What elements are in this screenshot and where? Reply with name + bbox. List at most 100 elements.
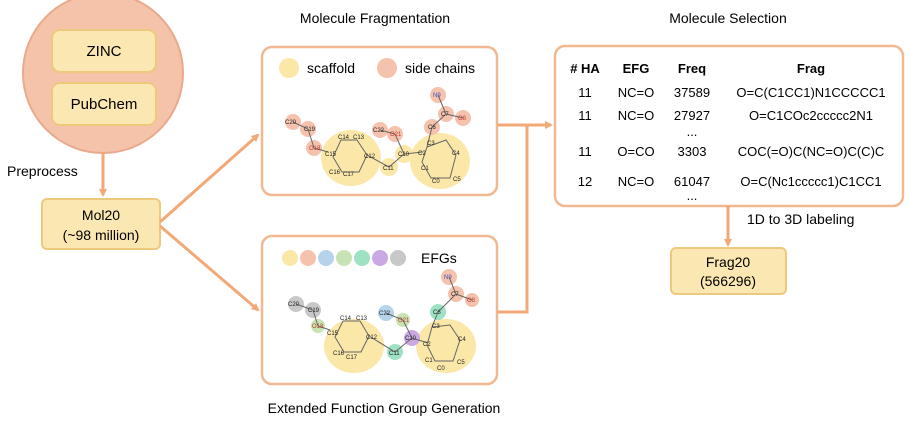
atom-c13: C13 xyxy=(353,135,365,141)
selection-title: Molecule Selection xyxy=(669,10,787,26)
pubchem-box xyxy=(51,82,157,126)
row1-freq: 37589 xyxy=(674,85,710,100)
atom-c4: C4 xyxy=(452,151,460,157)
efg-generation-title: Extended Function Group Generation xyxy=(268,400,501,416)
efg-bonds xyxy=(295,276,473,362)
frag20-title: Frag20 xyxy=(706,254,751,270)
efg-atom-c2: C2 xyxy=(423,342,431,348)
atom-c6: C6 xyxy=(428,125,436,131)
connector-from-efg xyxy=(497,125,529,314)
atom-c12: C12 xyxy=(364,154,376,160)
row4-frag: O=C(Nc1ccccc1)C1CC1 xyxy=(740,174,881,189)
efg-atom-c16: C16 xyxy=(333,351,345,357)
efg-atom-c22: C22 xyxy=(379,311,391,317)
efg-atom-c7: C7 xyxy=(451,292,459,298)
zinc-box xyxy=(51,29,157,73)
atom-o8: O8 xyxy=(458,116,467,122)
selection-table: # HA EFG Freq Frag 11 NC=O 37589 O=C(C1C… xyxy=(570,61,885,203)
atom-o21: O21 xyxy=(390,132,402,138)
atom-c1: C1 xyxy=(421,166,429,172)
efg-atom-c10: C10 xyxy=(405,336,417,342)
row3-freq: 3303 xyxy=(678,144,707,159)
row4-freq: 61047 xyxy=(674,174,710,189)
zinc-label: ZINC xyxy=(87,43,122,60)
fragmentation-molecule: C20 C19 O18 C15 C14 C13 C12 C16 C17 C11 … xyxy=(285,87,471,189)
header-frag: Frag xyxy=(797,61,825,76)
efg-atom-c5: C5 xyxy=(457,360,465,366)
row2-efg: NC=O xyxy=(618,108,654,123)
scaffold-ring-left xyxy=(321,130,381,186)
atom-c20: C20 xyxy=(285,120,297,126)
efg-atom-c4: C4 xyxy=(458,337,466,343)
efgs-label: EFGs xyxy=(421,250,457,266)
row3-efg: O=CO xyxy=(617,144,654,159)
header-ha: # HA xyxy=(570,61,600,76)
efg-swatch-7 xyxy=(390,250,406,266)
atom-c11: C11 xyxy=(383,166,394,172)
scaffold-label: scaffold xyxy=(307,60,355,76)
atom-c22: C22 xyxy=(373,128,385,134)
atom-c16: C16 xyxy=(329,170,341,176)
row1-efg: NC=O xyxy=(618,85,654,100)
efg-swatch-6 xyxy=(372,250,388,266)
mol20-count: (~98 million) xyxy=(63,227,140,243)
labeling-label: 1D to 3D labeling xyxy=(747,211,854,227)
efg-atom-c14: C14 xyxy=(340,316,352,322)
efg-legend: EFGs xyxy=(282,250,457,266)
fragmentation-legend: scaffold side chains xyxy=(279,58,475,78)
scaffold-ring-right xyxy=(410,133,470,189)
atom-c17: C17 xyxy=(343,172,355,178)
atom-c0: C0 xyxy=(432,179,440,185)
atom-o18: O18 xyxy=(309,146,321,152)
efg-swatch-2 xyxy=(300,250,316,266)
header-freq: Freq xyxy=(678,61,706,76)
atom-c14: C14 xyxy=(338,135,350,141)
row4-efg: NC=O xyxy=(618,174,654,189)
row2-ha: 11 xyxy=(578,108,592,123)
ellipsis-1: ... xyxy=(687,124,698,139)
efg-atom-c13: C13 xyxy=(356,316,368,322)
efg-atom-c17: C17 xyxy=(346,355,358,361)
efg-atom-c11: C11 xyxy=(389,351,400,357)
efg-atom-c0: C0 xyxy=(437,366,445,372)
row3-ha: 11 xyxy=(578,144,592,159)
efg-swatch-3 xyxy=(318,250,334,266)
efg-atom-c1: C1 xyxy=(425,358,433,364)
efg-atom-c20: C20 xyxy=(288,302,300,308)
row1-frag: O=C(C1CC1)N1CCCCC1 xyxy=(736,85,885,100)
atom-c15: C15 xyxy=(325,152,337,158)
efg-molecule: C20 C19 O18 C15 C14 C13 C12 C16 C17 C11 … xyxy=(288,269,479,373)
efg-atom-n9: N9 xyxy=(444,275,452,281)
mol20-title: Mol20 xyxy=(82,207,120,223)
arrow-to-fragmentation xyxy=(159,133,260,224)
row4-ha: 12 xyxy=(578,174,592,189)
efg-atom-c6: C6 xyxy=(433,310,441,316)
row2-freq: 27927 xyxy=(674,108,710,123)
atom-c2: C2 xyxy=(418,151,426,157)
efg-ring-left xyxy=(324,319,384,373)
data-sources: ZINC PubChem xyxy=(22,0,184,154)
side-chain-swatch xyxy=(377,58,397,78)
frag20-box: Frag20 (566296) xyxy=(670,247,787,295)
atom-c7: C7 xyxy=(441,112,449,118)
atom-n9: N9 xyxy=(433,93,441,99)
row1-ha: 11 xyxy=(578,85,592,100)
row3-frag: COC(=O)C(NC=O)C(C)C xyxy=(738,144,885,159)
atom-c3: C3 xyxy=(427,141,435,147)
atom-c10: C10 xyxy=(398,152,410,158)
ellipsis-2: ... xyxy=(687,188,698,203)
efg-atom-c15: C15 xyxy=(327,331,339,337)
fragmentation-bonds xyxy=(292,94,464,179)
preprocess-label: Preprocess xyxy=(7,163,78,179)
arrow-to-efg xyxy=(159,224,260,312)
row2-frag: O=C1COc2ccccc2N1 xyxy=(749,108,873,123)
scaffold-swatch xyxy=(279,58,299,78)
efg-ring-right xyxy=(416,319,476,373)
efg-swatch-5 xyxy=(354,250,370,266)
atom-c5: C5 xyxy=(453,177,461,183)
header-efg: EFG xyxy=(623,61,650,76)
efg-atom-c19: C19 xyxy=(308,308,320,314)
efg-atom-c3: C3 xyxy=(432,324,440,330)
pubchem-label: PubChem xyxy=(71,96,138,113)
